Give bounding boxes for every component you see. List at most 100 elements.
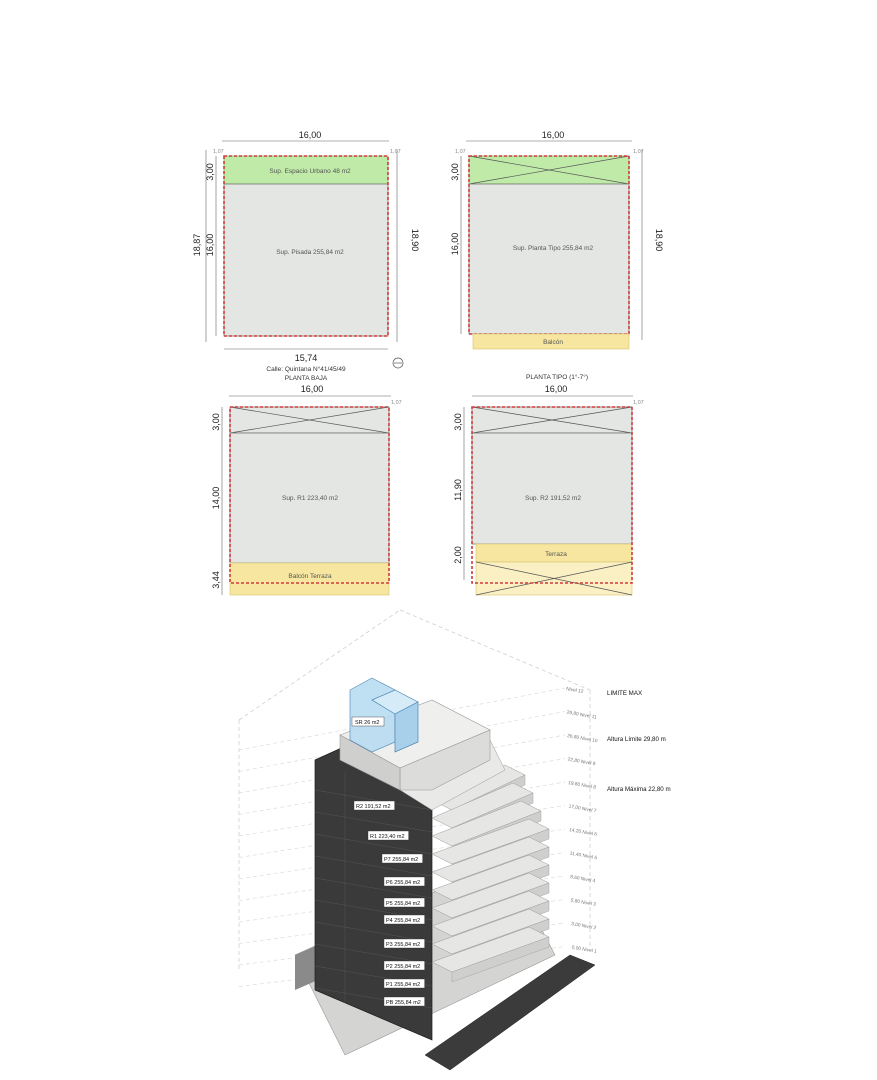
street-caption: Calle: Quintana N°41/45/49	[266, 365, 346, 373]
floor-tag: P3 255,84 m2	[386, 942, 420, 948]
floor-area	[471, 432, 633, 545]
left-top-dimension: 3,00	[450, 163, 460, 181]
roof-box-label: SR 26 m2	[355, 720, 379, 726]
floor-tag: P7 255,84 m2	[384, 857, 418, 863]
floor-tag-box	[383, 996, 425, 1007]
left-mid-dimension: 11,90	[453, 479, 463, 501]
level-mark: 19,80 Nivel 8	[568, 780, 597, 791]
level-mark: 26,80 Nivel 10	[567, 733, 599, 744]
roof-box-tag	[351, 716, 385, 727]
floor-area-label: Sup. Pisada 255,84 m2	[276, 249, 344, 256]
floor-tag-box	[383, 978, 425, 989]
height-max-note: Altura Máxima 22,80 m	[607, 786, 671, 793]
facade-floor-line	[314, 921, 433, 943]
corner-mark: 1,07	[633, 400, 644, 406]
plan-r1: 16,00 1,07 Sup. R1 223,40 m2 Balcón Terr…	[211, 384, 402, 596]
level-mark: 8,60 Nivel 4	[570, 874, 596, 884]
corner-mark: 1,07	[390, 149, 401, 155]
floor-tag: P5 255,84 m2	[386, 901, 420, 907]
void-cross	[229, 406, 390, 434]
roof-front	[339, 734, 401, 791]
facade-floor-line	[314, 811, 433, 833]
void-cross	[475, 561, 633, 596]
plan-title: PLANTA BAJA	[285, 375, 328, 382]
floor-tag: R1 223,40 m2	[370, 834, 405, 840]
terrace-label: Balcón Terraza	[288, 573, 332, 580]
floor-tag-box	[381, 853, 423, 864]
terrace-label: Terraza	[545, 551, 567, 558]
plan-typical-floor: 16,00 1,07 1,07 Sup. Planta Tipo 255,84 …	[450, 130, 664, 381]
north-arrow-icon	[392, 357, 404, 369]
level-mark: 0,00 Nivel 1	[571, 945, 597, 955]
left-bottom-dimension: 3,44	[211, 571, 221, 589]
sidewalk-strip	[424, 954, 596, 1071]
level-mark: 3,00 Nivel 2	[571, 921, 597, 931]
level-mark: 14,20 Nivel 6	[569, 827, 598, 838]
facade-floor-line	[314, 877, 433, 899]
left-mid-dimension: 14,00	[211, 487, 221, 510]
level-mark: Nivel 12	[566, 686, 584, 695]
floor-tag-box	[353, 800, 395, 811]
left-top-dimension: 3,00	[211, 413, 221, 431]
level-mark: 29,80 Nivel 11	[566, 710, 597, 721]
level-guide-line	[238, 711, 566, 772]
facade-floor-line	[314, 943, 433, 965]
height-limit-note: Altura Límite 29,80 m	[607, 736, 666, 743]
top-dimension: 16,00	[542, 130, 565, 140]
floor-tag: R2 191,52 m2	[356, 804, 391, 810]
left-mid-dimension: 16,00	[450, 233, 460, 256]
top-dimension: 16,00	[301, 384, 324, 394]
void-cross	[468, 155, 630, 185]
balcony-label: Balcón	[543, 339, 563, 346]
level-guide-line	[238, 734, 566, 794]
corner-mark: 1,07	[455, 149, 466, 155]
floor-tag: PB 255,84 m2	[386, 1000, 421, 1006]
void-cross	[471, 406, 633, 434]
height-envelope	[238, 609, 591, 970]
left-top-dimension: 3,00	[453, 413, 463, 431]
floor-tag: P6 255,84 m2	[386, 880, 420, 886]
limit-max-note: LIMITE MAX	[607, 690, 642, 697]
floor-tag: P2 255,84 m2	[386, 964, 420, 970]
top-dimension: 16,00	[299, 130, 322, 140]
left-mid-dimension: 16,00	[205, 234, 215, 257]
corner-mark: 1,07	[633, 149, 644, 155]
floor-tag-box	[367, 830, 409, 841]
floor-area-label: Sup. R1 223,40 m2	[282, 495, 338, 502]
floor-area-label: Sup. Planta Tipo 255,84 m2	[513, 245, 594, 252]
plan-ground-floor: 16,00 1,07 1,07 Sup. Espacio Urbano 48 m…	[192, 130, 420, 382]
plan-r2: 16,00 1,07 Sup. R2 191,52 m2 Terraza 3,0…	[453, 384, 644, 596]
right-dimension: 18,90	[654, 229, 664, 252]
floor-area	[468, 183, 630, 335]
lot-boundary	[471, 406, 633, 584]
left-outer-dimension: 18,87	[192, 234, 202, 257]
facade-floor-line	[314, 789, 433, 811]
floor-tags: R2 191,52 m2 R1 223,40 m2 P7 255,84 m2 P6 2…	[353, 800, 425, 1007]
floor-area	[223, 183, 389, 337]
right-dimension: 18,90	[410, 229, 420, 252]
bottom-dimension: 15,74	[295, 353, 318, 363]
plan-title: PLANTA TIPO (1°-7°)	[526, 373, 588, 381]
urban-space-label: Sup. Espacio Urbano 48 m2	[269, 168, 351, 175]
facade-floor-line	[314, 833, 433, 855]
facade-floor-line	[314, 855, 433, 877]
floor-tag-box	[383, 960, 425, 971]
corner-mark: 1,07	[391, 400, 402, 406]
level-mark: 5,80 Nivel 3	[570, 898, 596, 908]
lot-boundary	[223, 155, 389, 337]
lot-boundary	[229, 406, 390, 584]
stepped-terraces	[399, 739, 550, 983]
corner-mark: 1,07	[213, 149, 224, 155]
terrace-edge	[451, 936, 550, 983]
level-guide-line	[238, 687, 566, 751]
floor-tag: P4 255,84 m2	[386, 918, 420, 924]
plinth-side	[295, 945, 318, 990]
balcony-band	[472, 333, 630, 350]
roof-glass-box	[349, 677, 396, 753]
floor-area-label: Sup. R2 191,52 m2	[525, 495, 581, 502]
isometric-view: SR 26 m2 R2 191,52 m2 R1 223,40 m2 P7 255,…	[238, 609, 671, 1071]
glass-side	[394, 701, 419, 753]
terrace-band	[229, 562, 390, 596]
